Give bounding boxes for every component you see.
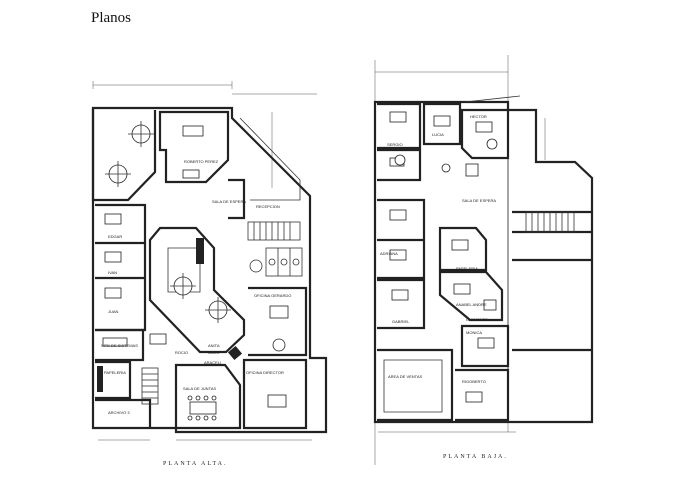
room-hector: HECTOR [470, 114, 487, 119]
room-adriana: ADRIANA [380, 251, 398, 256]
plan-baja: HECTOR LUCIA SERGIO SALA DE ESPERA ADRIA… [373, 55, 594, 465]
room-rocio: ROCIO [175, 350, 188, 355]
room-gabriel: GABRIEL [392, 319, 410, 324]
plan-alta: ROBERTO PEREZ SALA DE ESPERA RECEPCION E… [91, 81, 328, 467]
room-clemente: CLEMENTE [466, 317, 488, 322]
room-araceli: ARACELI [204, 360, 221, 365]
caption-planta-alta: PLANTA ALTA. [163, 461, 228, 467]
room-edgar: EDGAR [108, 234, 122, 239]
room-anabel-andre: ANABEL ANDRE [456, 302, 487, 307]
room-archivo: ARCHIVO 3 [108, 410, 130, 415]
room-area-ventas: AREA DE VENTAS [388, 374, 422, 379]
room-rigoberto: RIGOBERTO [462, 379, 486, 384]
page-title: Planos [91, 10, 132, 26]
room-sala-juntas: SALA DE JUNTAS [183, 386, 216, 391]
room-oficina-gerardo: OFICINA GERARDO [254, 293, 291, 298]
room-site-sistemas: SITE DE SISTEMAS [101, 343, 138, 348]
room-recepcion: RECEPCION [256, 204, 280, 209]
room-roberto-perez: ROBERTO PEREZ [184, 159, 219, 164]
room-juan: JUAN [108, 309, 119, 314]
room-sala-espera-alta: SALA DE ESPERA [212, 199, 246, 204]
room-sergio: SERGIO [387, 142, 403, 147]
room-ivan: IVAN [108, 270, 117, 275]
room-julio: JULIO [208, 350, 219, 355]
room-papeleria-baja: PAPELERIA [456, 266, 478, 271]
room-sala-espera-baja: SALA DE ESPERA [462, 198, 496, 203]
room-lucia: LUCIA [432, 132, 444, 137]
caption-planta-baja: PLANTA BAJA. [443, 454, 508, 460]
room-oficina-director: OFICINA DIRECTOR [246, 370, 284, 375]
room-papeleria-alta: PAPELERIA [104, 370, 126, 375]
room-anita: ANITA [208, 343, 220, 348]
room-monica: MONICA [466, 330, 482, 335]
